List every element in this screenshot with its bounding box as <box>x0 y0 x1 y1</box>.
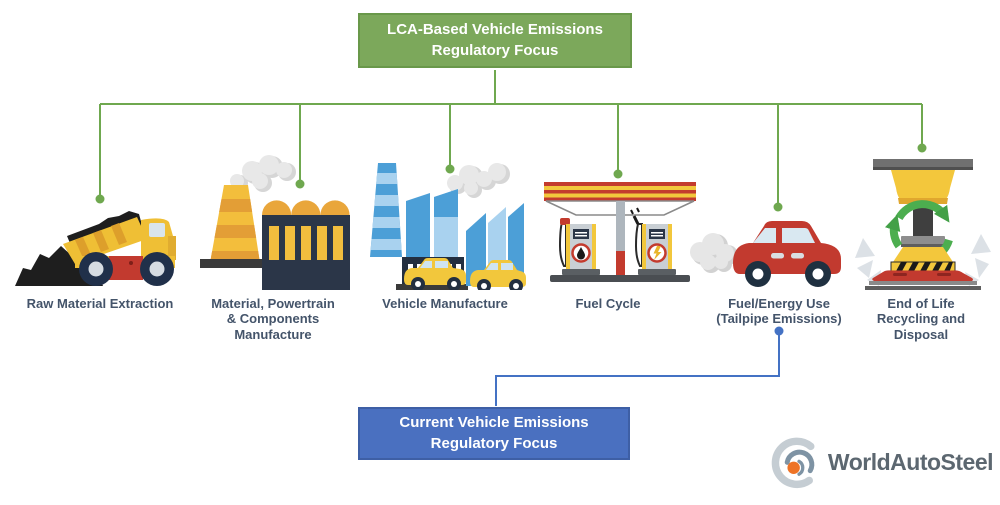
stage-label-vehicle-manufacture: Vehicle Manufacture <box>382 296 508 311</box>
logo-mark-icon <box>771 437 815 489</box>
stage-label-raw-material: Raw Material Extraction <box>26 296 174 311</box>
car-crusher-recycle-icon <box>855 159 991 290</box>
car-tailpipe-emissions-icon <box>690 221 841 287</box>
logo-text: WorldAutoSteel <box>827 448 994 475</box>
stage-label-components: Material, Powertrain & Components Manufa… <box>211 296 335 342</box>
stage-label-fuel-energy-use: Fuel/Energy Use (Tailpipe Emissions) <box>716 296 842 327</box>
blue-connector <box>495 326 784 406</box>
current-regulatory-focus-box: Current Vehicle Emissions Regulatory Foc… <box>358 407 630 460</box>
stage-label-end-of-life: End of Life Recycling and Disposal <box>876 296 966 342</box>
lca-regulatory-focus-box: LCA-Based Vehicle Emissions Regulatory F… <box>358 13 632 68</box>
worldautosteel-logo: WorldAutoSteel <box>768 426 994 498</box>
dump-truck-coal-icon <box>15 211 176 286</box>
fuel-station-icon <box>544 182 696 282</box>
stage-label-fuel-cycle: Fuel Cycle <box>575 296 641 311</box>
components-factory-icon <box>200 155 350 290</box>
vehicle-factory-icon <box>370 163 526 290</box>
